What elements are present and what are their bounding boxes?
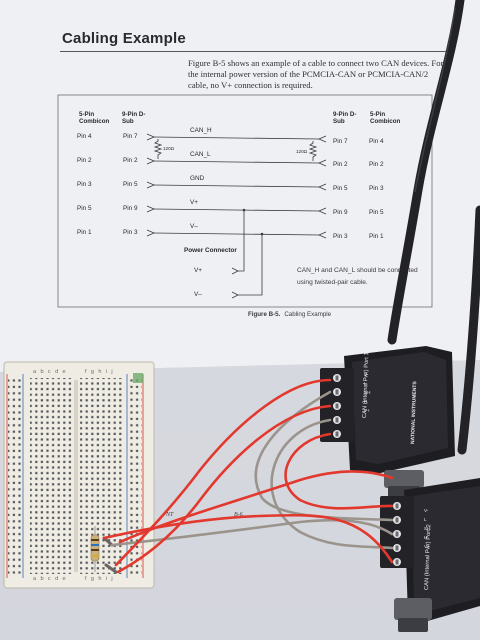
right-combicon-pin: Pin 3 (369, 185, 384, 192)
pin-mark: V+ (424, 544, 430, 549)
right-combicon-pin: Pin 5 (369, 209, 384, 216)
gray-wire (270, 418, 394, 550)
pin-mark: H (364, 399, 368, 404)
port-1-pin-marks: V- L SH H V+ (364, 370, 376, 415)
pin-mark: V- (424, 508, 429, 513)
signal-label-can-l: CAN_L (190, 151, 211, 158)
vplus-wire (153, 208, 320, 212)
pin-mark: L (364, 381, 367, 386)
left-combicon-pin: Pin 2 (77, 157, 92, 164)
termination-resistor (90, 534, 100, 562)
signal-label-vminus: V– (190, 223, 198, 230)
left-dsub-header: 9-Pin D-Sub (122, 111, 146, 126)
figure-caption: Figure B-5.Cabling Example (248, 311, 331, 318)
power-vplus-line (238, 210, 245, 272)
breadboard-letters-bottom: a b c d e (33, 576, 68, 582)
right-termination-resistor (308, 141, 318, 161)
red-wire (114, 378, 332, 567)
right-dsub-pin: Pin 5 (333, 185, 348, 192)
intro-paragraph: Figure B-5 shows an example of a cable t… (188, 58, 444, 91)
left-combicon-pin: Pin 4 (77, 133, 92, 140)
can-port-2-module (380, 478, 480, 632)
power-vplus-label: V+ (194, 267, 202, 274)
black-cable-port-1 (387, 0, 465, 345)
power-vminus-arrow (231, 291, 239, 299)
power-vplus-arrow (231, 267, 239, 275)
right-combicon-pin: Pin 4 (369, 138, 384, 145)
gray-wire (110, 518, 394, 547)
figure-number: Figure B-5. (248, 311, 281, 318)
red-wire (118, 470, 394, 544)
can-port-1-module (320, 346, 455, 498)
breadboard-letters-top-right: f g h i j (85, 369, 115, 375)
breadboard-letters-bottom-right: f g h i j (85, 576, 115, 582)
pin-mark: SH (424, 526, 431, 531)
vminus-wire (153, 232, 320, 236)
left-power-rail (8, 376, 22, 576)
right-dsub-pin: Pin 3 (333, 233, 348, 240)
left-dsub-pin: Pin 7 (123, 133, 138, 140)
terminal-strip-right (80, 378, 122, 574)
red-wire (102, 513, 394, 564)
pin-mark: H (424, 535, 428, 540)
left-dsub-pin: Pin 2 (123, 157, 138, 164)
handwritten-mark: B-6 (234, 512, 243, 518)
power-vminus-line (238, 234, 263, 296)
right-dsub-pin: Pin 7 (333, 138, 348, 145)
signal-label-gnd: GND (190, 175, 205, 182)
left-combicon-pin: Pin 3 (77, 181, 92, 188)
resistor-label-right: 120Ω (296, 149, 308, 154)
title-rule (60, 51, 455, 52)
signal-label-can-h: CAN_H (190, 127, 212, 134)
gray-wire (254, 390, 394, 522)
gnd-wire (153, 184, 320, 188)
pin-mark: L (424, 517, 427, 522)
port-2-pin-marks: V- L SH H V+ (424, 506, 436, 551)
right-combicon-header: 5-Pin Combicon (370, 111, 401, 126)
left-termination-resistor (153, 139, 163, 159)
right-dsub-pin: Pin 9 (333, 209, 348, 216)
left-dsub-pin: Pin 3 (123, 229, 138, 236)
terminal-strip-left (30, 378, 72, 574)
black-cable-port-2 (457, 205, 480, 455)
signal-label-vplus: V+ (190, 199, 198, 206)
pin-mark: V- (364, 372, 369, 377)
can-h-wire (153, 136, 320, 140)
left-dsub-pin: Pin 5 (123, 181, 138, 188)
can-l-wire (153, 160, 320, 164)
resistor-label-left: 120Ω (163, 146, 175, 151)
left-combicon-pin: Pin 1 (77, 229, 92, 236)
left-dsub-pin: Pin 9 (123, 205, 138, 212)
pin-mark: V+ (364, 408, 370, 413)
power-connector-label: Power Connector (184, 247, 237, 254)
right-dsub-pin: Pin 2 (333, 161, 348, 168)
right-power-rail (128, 376, 142, 576)
page-title: Cabling Example (62, 30, 186, 47)
breadboard-letters-top: a b c d e (33, 369, 68, 375)
right-dsub-header: 9-Pin D-Sub (333, 111, 357, 126)
power-vminus-label: V– (194, 291, 202, 298)
red-wire (116, 404, 332, 574)
left-combicon-pin: Pin 5 (77, 205, 92, 212)
right-combicon-pin: Pin 2 (369, 161, 384, 168)
figure-frame (57, 94, 433, 308)
handwritten-mark: NT (166, 512, 174, 518)
red-wire (284, 432, 394, 510)
twisted-pair-note: CAN_H and CAN_L should be connected usin… (297, 267, 418, 286)
center-channel (74, 380, 78, 572)
figure-caption-text: Cabling Example (284, 311, 332, 318)
right-combicon-pin: Pin 1 (369, 233, 384, 240)
pin-mark: SH (364, 390, 371, 395)
left-combicon-header: 5-Pin Combicon (79, 111, 110, 126)
